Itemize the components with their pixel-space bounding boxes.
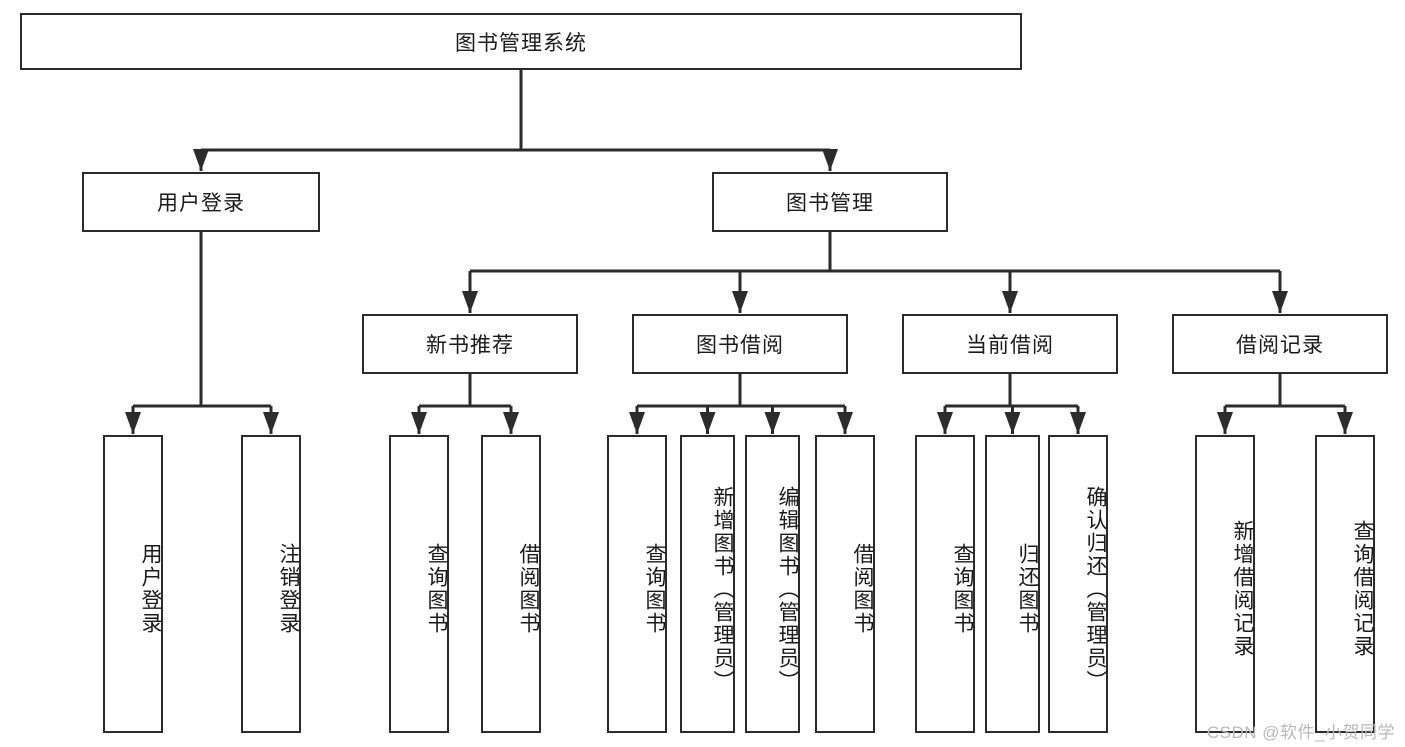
leaf-borrow-book-label: 借阅图书: [851, 543, 874, 635]
leaf-borrow-book-recommend[interactable]: 借阅图书: [481, 435, 541, 733]
leaf-add-book-label: 新增图书（管理员）: [711, 485, 734, 693]
leaf-query-book-current[interactable]: 查询图书: [915, 435, 975, 733]
node-borrow-record[interactable]: 借阅记录: [1172, 314, 1388, 374]
leaf-edit-book[interactable]: 编辑图书（管理员）: [745, 435, 800, 733]
leaf-add-borrow-record[interactable]: 新增借阅记录: [1195, 435, 1255, 733]
leaf-return-book[interactable]: 归还图书: [985, 435, 1040, 733]
leaf-query-book-borrow-label: 查询图书: [643, 543, 666, 635]
leaf-query-book-borrow[interactable]: 查询图书: [607, 435, 667, 733]
node-root-label: 图书管理系统: [455, 31, 587, 55]
leaf-user-login[interactable]: 用户登录: [103, 435, 163, 733]
leaf-query-book-current-label: 查询图书: [951, 543, 974, 635]
node-current-borrow-label: 当前借阅: [966, 334, 1054, 357]
leaf-borrow-book[interactable]: 借阅图书: [815, 435, 875, 733]
leaf-logout[interactable]: 注销登录: [241, 435, 301, 733]
node-root[interactable]: 图书管理系统: [20, 13, 1022, 70]
leaf-query-book-recommend[interactable]: 查询图书: [389, 435, 449, 733]
leaf-add-book[interactable]: 新增图书（管理员）: [680, 435, 735, 733]
leaf-confirm-return-label: 确认归还（管理员）: [1084, 485, 1107, 693]
leaf-query-book-recommend-label: 查询图书: [425, 543, 448, 635]
leaf-borrow-book-recommend-label: 借阅图书: [517, 543, 540, 635]
node-book-borrow-label: 图书借阅: [696, 334, 784, 357]
leaf-return-book-label: 归还图书: [1016, 543, 1039, 635]
node-user-login-label: 用户登录: [157, 192, 245, 215]
leaf-query-borrow-record[interactable]: 查询借阅记录: [1315, 435, 1375, 733]
node-user-login[interactable]: 用户登录: [82, 172, 320, 232]
leaf-user-login-label: 用户登录: [139, 543, 162, 635]
leaf-edit-book-label: 编辑图书（管理员）: [776, 485, 799, 693]
leaf-logout-label: 注销登录: [277, 543, 300, 635]
node-book-manage[interactable]: 图书管理: [712, 172, 948, 232]
node-book-manage-label: 图书管理: [786, 192, 874, 215]
node-book-borrow[interactable]: 图书借阅: [632, 314, 848, 374]
node-new-book-recommend[interactable]: 新书推荐: [362, 314, 578, 374]
node-new-book-recommend-label: 新书推荐: [426, 334, 514, 357]
leaf-confirm-return[interactable]: 确认归还（管理员）: [1048, 435, 1108, 733]
node-current-borrow[interactable]: 当前借阅: [902, 314, 1118, 374]
leaf-query-borrow-record-label: 查询借阅记录: [1351, 520, 1374, 658]
node-borrow-record-label: 借阅记录: [1236, 334, 1324, 357]
leaf-add-borrow-record-label: 新增借阅记录: [1231, 520, 1254, 658]
